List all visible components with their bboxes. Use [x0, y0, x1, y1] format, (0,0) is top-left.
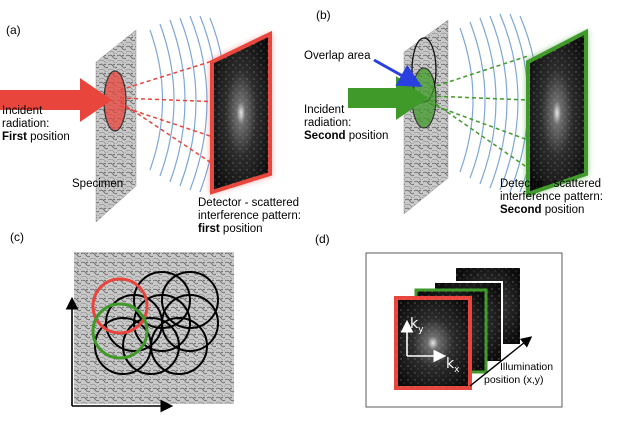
- scan-circle-second: [91, 302, 149, 360]
- detector-line1-b: Detector - scattered: [500, 178, 601, 190]
- panel-b-tag: (b): [316, 8, 331, 22]
- frame-d: [365, 252, 563, 408]
- detector-line2-b: interference pattern:: [500, 191, 603, 203]
- incident-label-b: Incident radiation: Second position: [304, 104, 388, 143]
- detector-position-a: first position: [198, 223, 263, 235]
- detector-position-b: Second position: [500, 204, 585, 216]
- detector-line1-a: Detector - scattered: [198, 197, 299, 209]
- illumination-line2: position (x,y): [484, 374, 544, 386]
- incident-line1-b: Incident: [304, 104, 345, 116]
- panel-a-tag: (a): [6, 23, 21, 37]
- illumination-arrow: [469, 336, 533, 387]
- overlap-arrow: [373, 58, 423, 87]
- incident-beam-a: [0, 78, 112, 122]
- incident-beam-b: [348, 76, 428, 120]
- specimen-label: Specimen: [72, 178, 124, 190]
- detector-label-a: Detector - scattered interference patter…: [198, 197, 301, 236]
- panel-b: [348, 13, 588, 215]
- incident-line1-a: Incident: [2, 105, 43, 117]
- specimen-c: [74, 252, 234, 404]
- scan-circles: [94, 271, 219, 375]
- panel-a: [0, 15, 272, 223]
- illumination-label: Illumination position (x,y): [484, 361, 553, 387]
- incident-label-a: Incident radiation: First position: [2, 105, 70, 144]
- incident-position-b: Second position: [304, 130, 389, 142]
- scatter-rays-a: [119, 57, 223, 171]
- panel-c-tag: (c): [10, 230, 24, 244]
- detector-line2-a: interference pattern:: [198, 210, 301, 222]
- scan-circle-first: [91, 277, 149, 335]
- ky-label: ky: [410, 316, 424, 335]
- detector-label-b: Detector - scattered interference patter…: [500, 178, 603, 217]
- scatter-rays-b: [429, 55, 529, 169]
- panel-d: [365, 252, 563, 408]
- panel-c: [65, 252, 234, 413]
- overlap-label: Overlap area: [304, 50, 371, 62]
- incident-position-a: First position: [2, 131, 70, 143]
- illumination-line1: Illumination: [500, 361, 554, 373]
- incident-line2-a: radiation:: [2, 118, 50, 130]
- panel-d-tag: (d): [315, 232, 330, 246]
- incident-line2-b: radiation:: [304, 117, 352, 129]
- kx-label: kx: [446, 356, 460, 375]
